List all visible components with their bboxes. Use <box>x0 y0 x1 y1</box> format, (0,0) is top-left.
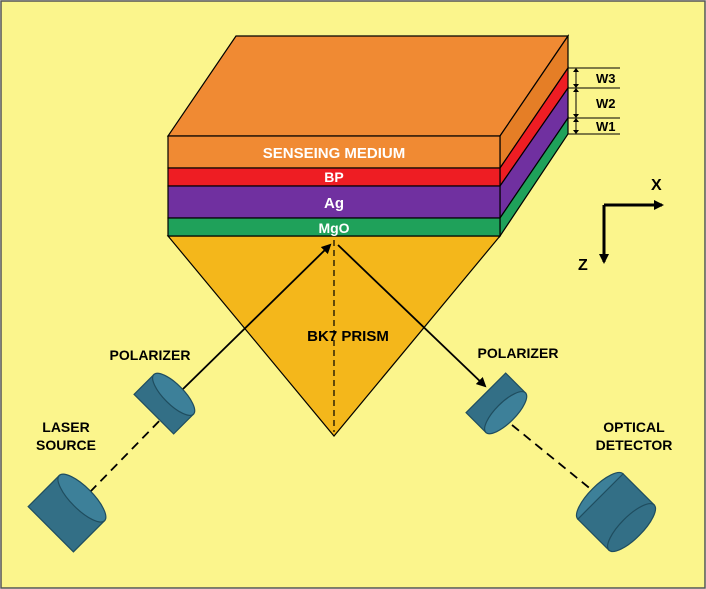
laser-source-label-line1: LASER <box>42 419 89 435</box>
left-polarizer-label: POLARIZER <box>110 347 191 363</box>
z-axis-label: Z <box>578 257 588 274</box>
right-polarizer-label: POLARIZER <box>478 345 559 361</box>
bp-label: BP <box>324 169 343 185</box>
sensing-medium-label: SENSEING MEDIUM <box>263 145 406 162</box>
mgo-layer <box>167 217 501 237</box>
w2-label: W2 <box>596 96 616 111</box>
thickness-ticks <box>573 68 579 134</box>
coordinate-axes <box>599 200 664 264</box>
mgo-label: MgO <box>318 220 349 236</box>
ag-layer <box>167 185 501 219</box>
thickness-markers <box>568 67 620 135</box>
prism-label: BK7 PRISM <box>307 328 389 345</box>
sensing-medium-top <box>166 35 570 137</box>
detector-label-line2: DETECTOR <box>596 437 673 453</box>
detector-dashed-beam <box>511 424 599 496</box>
laser-source <box>27 473 107 553</box>
ag-label: Ag <box>324 195 344 212</box>
optical-detector <box>575 471 657 553</box>
w3-label: W3 <box>596 71 616 86</box>
right-polarizer <box>465 372 528 435</box>
sensing-medium-layer <box>167 135 501 169</box>
reflected-beam <box>337 244 487 388</box>
left-polarizer <box>133 372 196 435</box>
incident-beam <box>182 243 332 390</box>
laser-dashed-beam <box>89 411 169 493</box>
w1-label: W1 <box>596 119 616 134</box>
detector-label-line1: OPTICAL <box>603 419 665 435</box>
laser-source-label-line2: SOURCE <box>36 437 96 453</box>
x-axis-label: X <box>651 177 662 194</box>
